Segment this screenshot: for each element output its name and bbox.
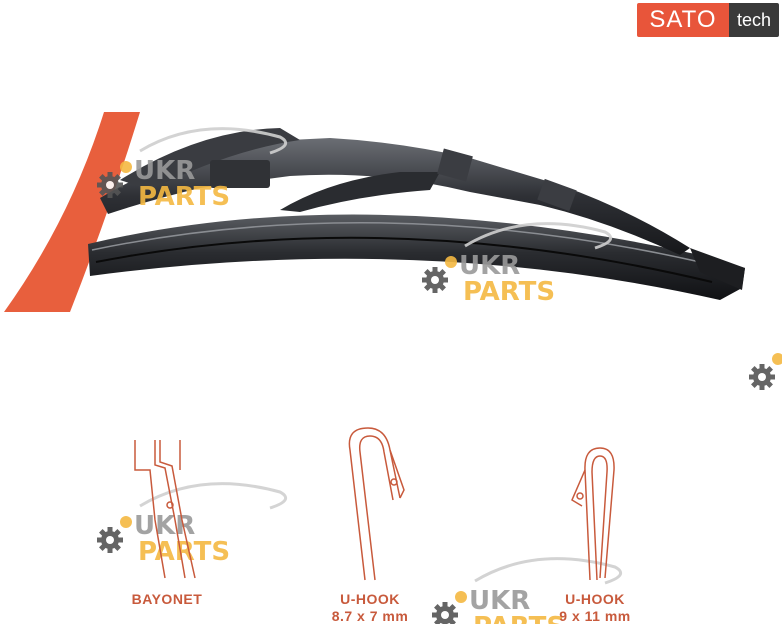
adapter-name: BAYONET [131,591,203,607]
watermark-3: UKR PARTS [95,482,288,567]
wiper-end-cap [690,248,745,290]
watermark-2: UKR PARTS [420,222,613,307]
u-hook-large-drawing [571,447,615,581]
wiper-blade-rubber [88,214,745,300]
wiper-connector [120,128,300,190]
adapter-size: 8.7 x 7 mm [331,608,409,624]
svg-text:PARTS: PARTS [138,537,230,567]
watermark-5-icon [747,319,782,392]
adapter-name: U-HOOK [565,591,625,607]
bayonet-adapter-drawing [134,440,196,579]
wiper-yoke [280,172,440,212]
adapter-caption-uhook-large: U-HOOK 9 x 11 mm [535,591,655,625]
watermark-4: UKR PARTS [430,557,623,624]
adapter-size: 9 x 11 mm [559,608,631,624]
svg-text:UKR: UKR [469,586,530,616]
svg-text:UKR: UKR [134,156,195,186]
adapter-name: U-HOOK [340,591,400,607]
u-hook-small-drawing [348,427,405,581]
logo-sato-text: SATO [637,3,729,37]
satotech-logo: SATO tech [637,3,779,37]
adapter-caption-uhook-small: U-HOOK 8.7 x 7 mm [310,591,430,625]
orange-accent-shape [4,112,140,312]
logo-tech-text: tech [729,3,779,37]
svg-text:PARTS: PARTS [473,612,565,624]
svg-text:UKR: UKR [459,251,520,281]
adapter-caption-bayonet: BAYONET [110,591,224,608]
svg-text:PARTS: PARTS [138,182,230,212]
svg-text:PARTS: PARTS [463,277,555,307]
watermark-1: UKR PARTS [95,127,288,212]
